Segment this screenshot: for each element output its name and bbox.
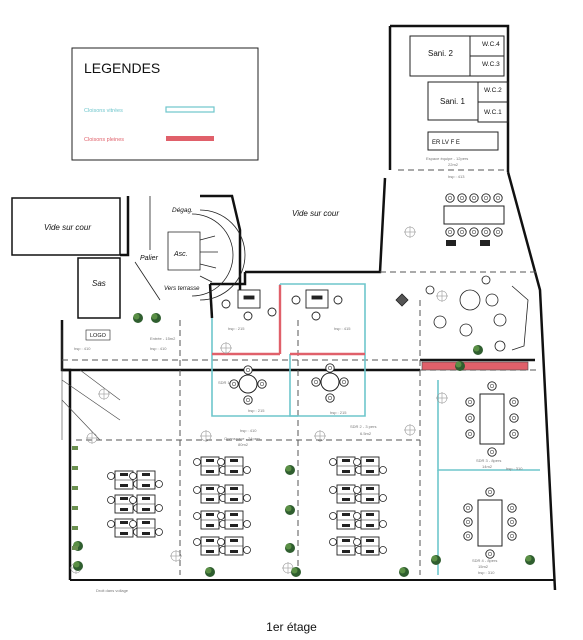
room-entree: Entrée - 15m2 [150,336,176,341]
room-sdr4-area: 15m2 [478,564,489,569]
room-espace-equipe: Espace équipe - 12pers [426,156,468,161]
legend-glazed-label: Cloisons vitrées [84,108,123,114]
walls [11,24,557,591]
room-openspace-area: 80m2 [238,442,249,447]
height-410-open: hsp : 410 [240,428,257,433]
floor-plan: LEGENDES Cloisons vitrées Cloisons plein… [11,24,557,593]
room-sas: Sas [92,279,106,288]
room-wc4: W.C.4 [482,41,500,48]
room-espace-equipe-area: 22m2 [448,162,459,167]
sanitary-block [409,35,509,151]
room-sdr3: SDR 3 - 8pers [476,458,501,463]
room-sani1: Sani. 1 [440,97,465,106]
height-310-a: hsp : 310 [506,466,523,471]
room-wc1: W.C.1 [484,109,502,116]
staircase [134,196,246,301]
room-vide-sur-cour-center: Vide sur cour [292,209,339,218]
room-sdr3-area: 14m2 [482,464,493,469]
logo-box [85,329,111,341]
height-413: hsp : 413 [448,174,465,179]
room-sdr4: SDR 4 - 8pers [472,558,497,563]
height-310-b: hsp : 310 [478,570,495,575]
kitchen-letters: ER LV F E [432,140,460,146]
height-410-left: hsp : 410 [74,346,91,351]
legend-solid-label: Cloisons pleines [84,137,124,143]
team-table [443,193,505,246]
room-sdr2: SDR 2 - 3 pers [350,424,376,429]
sdr3-table [465,381,519,457]
legend-glazed-swatch [165,106,215,113]
left-window-pattern [72,446,78,550]
logo-label: LOGO [90,333,107,339]
desk-cluster-right [329,456,387,556]
height-215-a: hsp : 215 [228,326,245,331]
room-sani2: Sani. 2 [428,49,453,58]
legend-title: LEGENDES [84,60,160,76]
solid-partitions [212,285,365,356]
office-desks [221,289,343,321]
room-palier: Palier [140,255,159,262]
legend-solid-swatch [166,136,214,141]
dashed-lines [62,169,540,575]
sdr4-table [463,487,517,559]
room-wc3: W.C.3 [482,61,500,68]
room-sdr2-area: 6.5m2 [360,431,372,436]
room-vers-terrasse: Vers terrasse [164,286,200,292]
sdr1-table [229,365,267,405]
room-wc2: W.C.2 [484,87,502,94]
height-215-b: hsp : 215 [248,408,265,413]
desk-cluster-left [107,470,163,538]
room-vide-sur-cour-left: Vide sur cour [44,223,91,232]
room-degagement: Dégag. [172,207,193,214]
legend: LEGENDES Cloisons vitrées Cloisons plein… [71,47,259,161]
glazed-partitions [211,283,540,575]
lounge-area [395,275,529,352]
entry-counter [421,361,529,371]
height-410-entree: hsp : 410 [150,346,167,351]
room-asc: Asc. [173,251,188,258]
desk-cluster-middle [193,456,251,556]
bottom-note: Droit dans vollage [96,588,129,593]
room-openspace: Openspace - 24pers [224,436,260,441]
floor-caption: 1er étage [266,620,317,634]
height-215-c: hsp : 215 [330,410,347,415]
height-415: hsp : 415 [334,326,351,331]
sdr2-table [311,363,349,403]
